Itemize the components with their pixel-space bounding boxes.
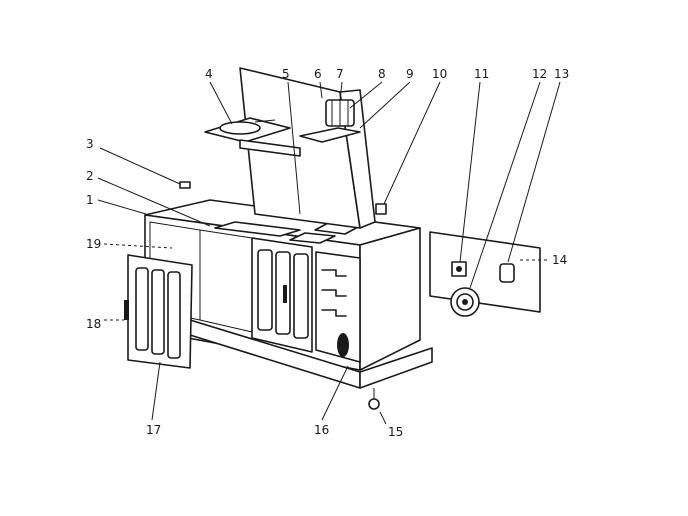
callout-10: 10 <box>432 67 447 81</box>
callout-2: 2 <box>86 169 94 183</box>
cabinet-side <box>359 227 421 371</box>
speaker-grille <box>337 333 349 357</box>
callout-13: 13 <box>554 67 569 81</box>
callout-16: 16 <box>314 423 329 437</box>
knob-13 <box>499 263 515 283</box>
callout-14: 14 <box>552 253 567 267</box>
shelf-guides <box>321 269 347 317</box>
changer-plate <box>299 127 361 143</box>
callout-labels: 1 2 3 4 5 6 7 8 9 10 11 12 13 14 15 16 1… <box>86 67 569 439</box>
cabinet <box>144 199 433 410</box>
callout-18: 18 <box>86 317 101 331</box>
callout-19: 19 <box>86 237 101 251</box>
right-compartment <box>315 251 361 363</box>
callout-1: 1 <box>86 193 94 207</box>
detached-door <box>124 254 193 369</box>
changer-assembly <box>299 99 361 143</box>
callout-6: 6 <box>314 67 322 81</box>
callout-3: 3 <box>86 137 94 151</box>
center-door-handle <box>283 285 287 303</box>
turntable-plate <box>239 139 301 157</box>
callout-12: 12 <box>532 67 547 81</box>
callout-11: 11 <box>474 67 489 81</box>
callout-8: 8 <box>378 67 386 81</box>
top-opening-left <box>214 221 301 237</box>
cabinet-base-side <box>359 347 433 389</box>
center-panel-1 <box>257 249 273 331</box>
callout-9: 9 <box>406 67 414 81</box>
callout-7: 7 <box>336 67 344 81</box>
callout-15: 15 <box>388 425 403 439</box>
back-panel <box>429 231 541 317</box>
top-opening-mid <box>289 232 336 244</box>
callout-5: 5 <box>282 67 290 81</box>
part-10 <box>375 203 387 215</box>
callout-4: 4 <box>205 67 213 81</box>
leader-lines <box>97 81 561 425</box>
center-panel-3 <box>293 253 309 339</box>
door-handle <box>124 300 129 320</box>
turntable-assembly <box>204 117 301 157</box>
caster <box>368 398 380 410</box>
callout-17: 17 <box>146 423 161 437</box>
part-3 <box>179 181 191 189</box>
